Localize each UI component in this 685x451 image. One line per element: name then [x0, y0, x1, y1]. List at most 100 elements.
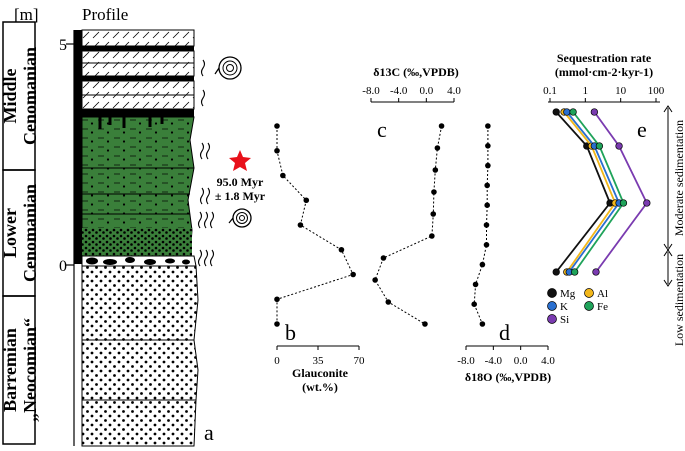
x-tick-label: 70 — [354, 355, 366, 367]
depth-unit-label: [m] — [14, 5, 39, 24]
age-uncertainty: ± 1.8 Myr — [215, 189, 266, 203]
data-point — [485, 123, 491, 129]
data-point — [485, 162, 491, 169]
log-column-bar — [74, 30, 82, 264]
panel-letter-b: b — [285, 320, 296, 345]
data-point — [432, 167, 439, 173]
data-point — [297, 222, 304, 228]
legend-label-si: Si — [560, 314, 569, 326]
data-point — [274, 296, 280, 303]
d18o-series-line — [473, 126, 489, 325]
x-tick-label: -4.0 — [390, 85, 408, 97]
data-point — [479, 321, 486, 327]
data-point — [485, 143, 491, 149]
data-point-fe — [595, 142, 604, 150]
data-point — [380, 255, 387, 261]
data-point — [280, 172, 286, 179]
x-tick-label: 0.0 — [419, 85, 433, 97]
data-point — [484, 202, 490, 208]
legend-marker-al — [584, 288, 594, 298]
depth-tick-5: 5 — [59, 37, 67, 54]
depth-tick-0: 0 — [59, 258, 67, 275]
x-tick-label: 10 — [615, 85, 627, 97]
data-point — [274, 147, 280, 154]
xlabel-d13c: δ13C (‰,VPDB) — [373, 65, 459, 79]
star-icon — [229, 150, 251, 171]
series-line-si — [593, 111, 648, 273]
data-point — [385, 299, 392, 305]
panel-letter-a: a — [204, 420, 214, 445]
panel-letter-d: d — [499, 320, 510, 345]
xlabel-d18o: δ18O (‰,VPDB) — [465, 370, 551, 384]
xlabel-unit-glauconite: (wt.%) — [302, 380, 338, 394]
data-point-k — [563, 108, 571, 116]
legend-label-fe: Fe — [597, 301, 608, 313]
x-tick-label: 4.0 — [541, 355, 555, 367]
data-point — [430, 211, 437, 217]
label-low-sedimentation: Low sedimentation — [672, 254, 685, 346]
d13c-series-line — [374, 125, 443, 325]
legend-label-k: K — [560, 301, 568, 313]
series-line-fe — [572, 111, 625, 273]
series-line-k — [566, 111, 621, 273]
data-point — [274, 321, 280, 327]
data-point-mg — [552, 268, 560, 276]
x-tick-label: -8.0 — [362, 85, 380, 97]
data-point — [472, 281, 479, 288]
x-tick-label: 0 — [274, 355, 280, 367]
stage-box-barremian — [2, 295, 36, 445]
data-point-fe — [619, 199, 628, 207]
legend-label-al: Al — [597, 288, 608, 300]
data-point — [431, 189, 437, 195]
x-tick-label: -8.0 — [457, 355, 475, 367]
data-point — [479, 261, 486, 268]
x-tick-label: 1 — [583, 85, 589, 97]
data-point — [484, 182, 490, 189]
data-point-mg — [552, 108, 560, 116]
data-point — [438, 123, 445, 129]
data-point — [483, 222, 490, 228]
x-tick-label: -4.0 — [485, 355, 503, 367]
stage-label-barremian: Barremian„Neocomian“ — [0, 318, 40, 422]
profile-title: Profile — [82, 5, 128, 24]
data-point — [471, 301, 478, 308]
data-point — [303, 197, 310, 204]
legend-marker-mg — [547, 288, 557, 298]
series-line-al — [563, 111, 617, 273]
data-point — [429, 233, 435, 239]
d18o-panel: δ18O (‰,VPDB) d -8.0 -4.0 0.0 4.0 — [457, 123, 555, 384]
series-line-mg — [555, 111, 612, 273]
legend-marker-k — [547, 301, 557, 311]
data-point-si — [643, 199, 651, 207]
data-point — [350, 271, 356, 278]
age-label: 95.0 Myr — [217, 175, 264, 189]
x-tick-label: 4.0 — [447, 85, 461, 97]
ammonite-icon — [228, 208, 252, 228]
data-point — [422, 321, 428, 327]
label-moderate-sedimentation: Moderate sedimentation — [672, 120, 685, 236]
data-point — [483, 242, 490, 248]
profile-panel: [m] Profile MiddleCenomanian LowerCenoma… — [0, 5, 266, 447]
data-point-si — [592, 268, 600, 276]
data-point-fe — [571, 268, 579, 276]
data-point-fe — [569, 108, 577, 116]
x-tick-label: 0.1 — [543, 85, 557, 97]
data-point — [274, 123, 280, 129]
data-point-si — [590, 108, 599, 116]
ammonite-icon — [214, 56, 242, 80]
data-point-si — [615, 142, 623, 150]
title-sequestration: Sequestration rate — [557, 51, 652, 65]
title-unit-sequestration: (mmol·cm-2·kyr-1) — [555, 65, 653, 79]
d13c-panel: δ13C (‰,VPDB) c -8.0 -4.0 0.0 4.0 — [362, 65, 461, 327]
sequestration-panel: Sequestration rate (mmol·cm-2·kyr-1) e M… — [543, 51, 685, 346]
xlabel-glauconite: Glauconite — [292, 366, 349, 380]
panel-letter-c: c — [377, 117, 387, 142]
legend-label-mg: Mg — [560, 288, 576, 300]
x-tick-label: 100 — [648, 85, 665, 97]
legend-marker-fe — [584, 301, 594, 311]
x-tick-label: 0.0 — [514, 355, 528, 367]
bioturbation-icon — [197, 59, 215, 267]
glauconite-series-line — [276, 126, 354, 324]
data-point — [434, 145, 441, 151]
